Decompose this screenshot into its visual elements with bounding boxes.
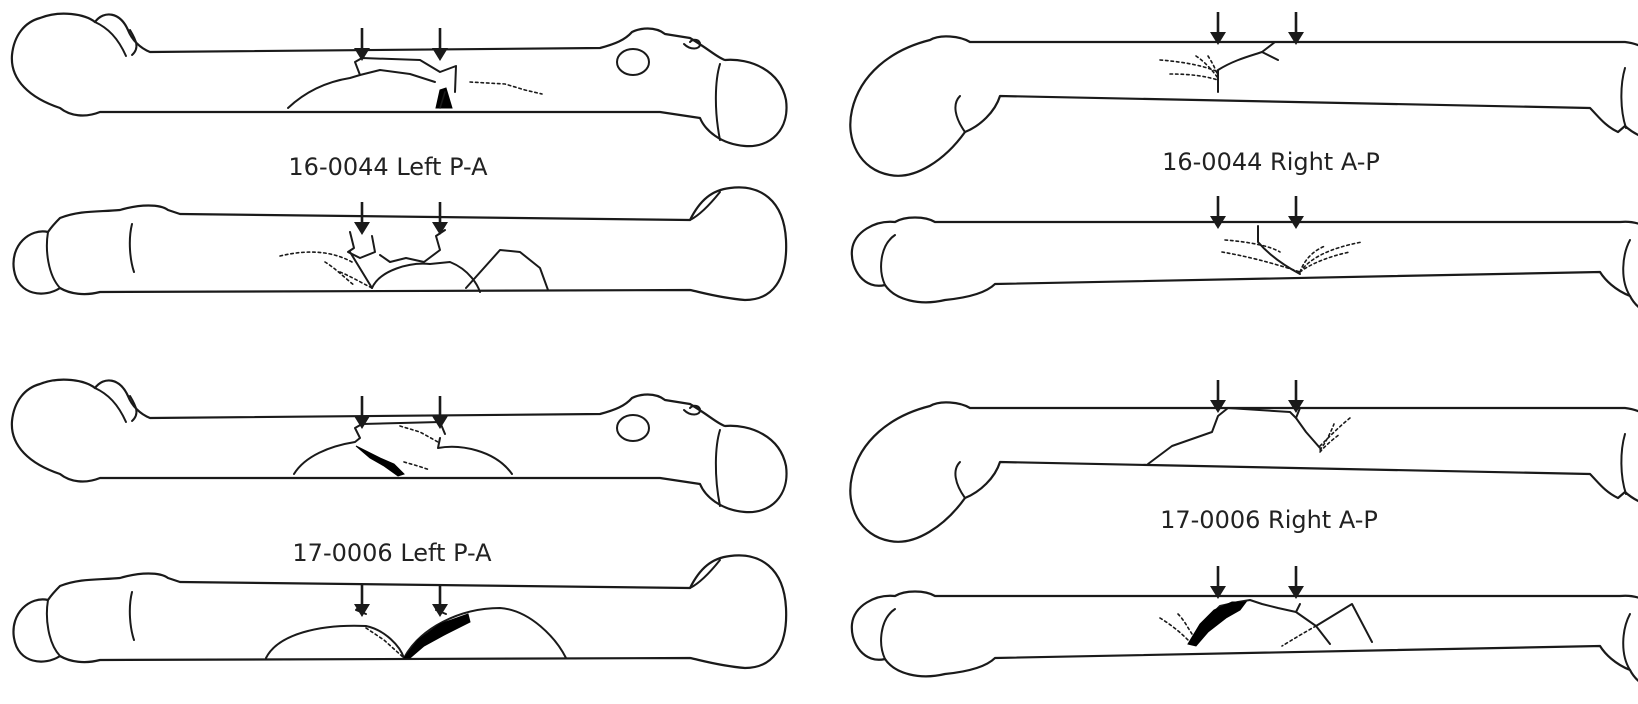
- fracture-arrow: [1288, 566, 1304, 599]
- fracture-arrow: [1210, 12, 1226, 45]
- femur-17-0006-left-upper: [12, 380, 787, 513]
- caption-17-0006-left: 17-0006 Left P-A: [292, 539, 492, 567]
- fracture-arrow: [1288, 12, 1304, 45]
- femur-17-0006-right-lower: [852, 592, 1638, 693]
- caption-16-0044-right: 16-0044 Right A-P: [1162, 148, 1380, 176]
- femur-16-0044-left-upper: [12, 14, 787, 147]
- caption-16-0044-left: 16-0044 Left P-A: [288, 153, 488, 181]
- femur-17-0006-left-lower: [13, 555, 786, 668]
- caption-17-0006-right: 17-0006 Right A-P: [1160, 506, 1378, 534]
- fracture-arrow: [1210, 566, 1226, 599]
- femur-16-0044-left-lower: [13, 187, 786, 300]
- femur-16-0044-right-lower: [852, 218, 1638, 319]
